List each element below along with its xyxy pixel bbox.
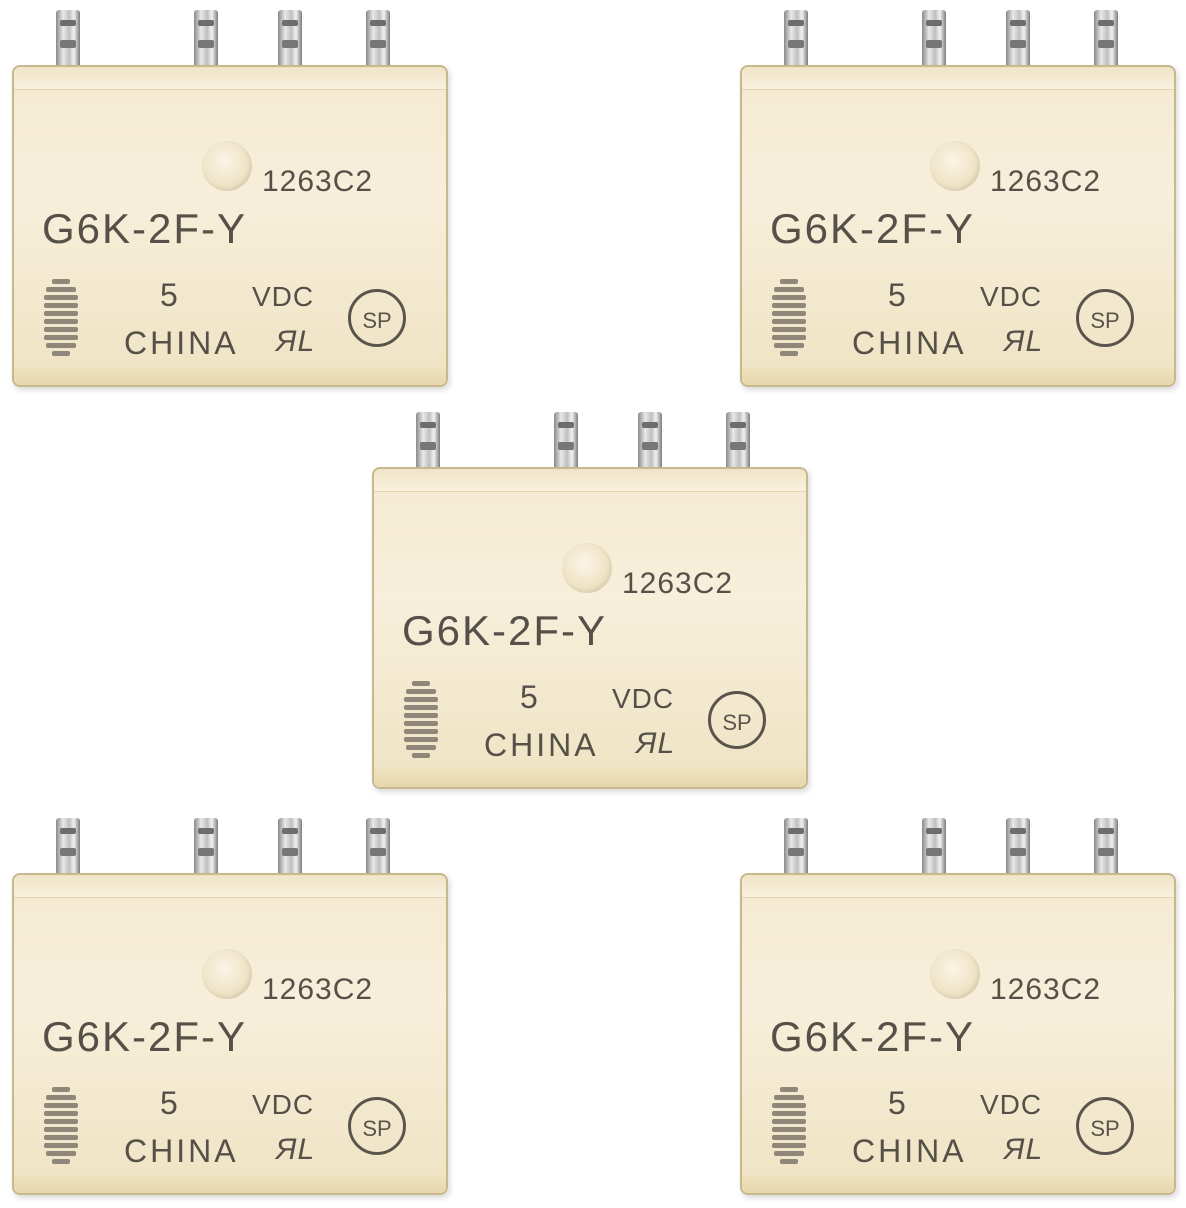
relay-top-right: 1263C2 G6K-2F-Y 5 VDC CHINA ЯL SP xyxy=(740,10,1186,400)
lot-code: 1263C2 xyxy=(990,165,1102,198)
country-of-origin: CHINA xyxy=(852,325,967,361)
relay-pin xyxy=(366,10,390,72)
ur-mark-icon: ЯL xyxy=(276,1133,316,1166)
country-of-origin: CHINA xyxy=(484,727,599,763)
relay-pin xyxy=(194,818,218,880)
csa-mark-icon: SP xyxy=(1076,1097,1134,1155)
country-of-origin: CHINA xyxy=(124,325,239,361)
relay-top-left: 1263C2 G6K-2F-Y 5 VDC CHINA ЯL SP xyxy=(12,10,472,400)
voltage-unit: VDC xyxy=(252,281,315,312)
manufacturer-logo-icon xyxy=(772,1087,806,1164)
relay-pin xyxy=(56,818,80,880)
relay-pin xyxy=(1006,818,1030,880)
csa-mark-icon: SP xyxy=(708,691,766,749)
voltage-unit: VDC xyxy=(980,1089,1043,1120)
relay-housing: 1263C2 G6K-2F-Y 5 VDC CHINA ЯL SP xyxy=(372,467,808,789)
relay-pin xyxy=(922,10,946,72)
relay-pin xyxy=(784,818,808,880)
voltage-rating: 5 xyxy=(520,679,539,715)
country-of-origin: CHINA xyxy=(852,1133,967,1169)
model-number: G6K-2F-Y xyxy=(42,205,248,252)
country-of-origin: CHINA xyxy=(124,1133,239,1169)
lot-code: 1263C2 xyxy=(990,973,1102,1006)
relay-bottom-left: 1263C2 G6K-2F-Y 5 VDC CHINA ЯL SP xyxy=(12,818,472,1208)
manufacturer-logo-icon xyxy=(772,279,806,356)
relay-center: 1263C2 G6K-2F-Y 5 VDC CHINA ЯL SP xyxy=(372,412,832,802)
voltage-rating: 5 xyxy=(160,1085,179,1121)
voltage-unit: VDC xyxy=(252,1089,315,1120)
relay-pin xyxy=(366,818,390,880)
relay-pin xyxy=(1094,10,1118,72)
relay-housing: 1263C2 G6K-2F-Y 5 VDC CHINA ЯL SP xyxy=(740,65,1176,387)
relay-pin xyxy=(554,412,578,474)
relay-pin xyxy=(1094,818,1118,880)
model-number: G6K-2F-Y xyxy=(42,1013,248,1060)
relay-pin xyxy=(726,412,750,474)
lot-code: 1263C2 xyxy=(262,165,374,198)
relay-bottom-right: 1263C2 G6K-2F-Y 5 VDC CHINA ЯL SP xyxy=(740,818,1186,1208)
voltage-unit: VDC xyxy=(612,683,675,714)
relay-pin xyxy=(784,10,808,72)
housing-dimple xyxy=(562,543,612,593)
model-number: G6K-2F-Y xyxy=(770,205,976,252)
voltage-rating: 5 xyxy=(888,277,907,313)
relay-pin xyxy=(638,412,662,474)
voltage-unit: VDC xyxy=(980,281,1043,312)
relay-pin xyxy=(1006,10,1030,72)
model-number: G6K-2F-Y xyxy=(402,607,608,654)
ur-mark-icon: ЯL xyxy=(276,325,316,358)
relay-pin xyxy=(278,818,302,880)
csa-mark-icon: SP xyxy=(1076,289,1134,347)
housing-dimple xyxy=(930,141,980,191)
relay-pin xyxy=(416,412,440,474)
voltage-rating: 5 xyxy=(888,1085,907,1121)
manufacturer-logo-icon xyxy=(44,279,78,356)
model-number: G6K-2F-Y xyxy=(770,1013,976,1060)
manufacturer-logo-icon xyxy=(44,1087,78,1164)
relay-housing: 1263C2 G6K-2F-Y 5 VDC CHINA ЯL SP xyxy=(12,873,448,1195)
lot-code: 1263C2 xyxy=(262,973,374,1006)
ur-mark-icon: ЯL xyxy=(1004,325,1044,358)
csa-mark-icon: SP xyxy=(348,289,406,347)
relay-housing: 1263C2 G6K-2F-Y 5 VDC CHINA ЯL SP xyxy=(12,65,448,387)
csa-mark-icon: SP xyxy=(348,1097,406,1155)
relay-pin xyxy=(56,10,80,72)
relay-pin xyxy=(922,818,946,880)
relay-pin xyxy=(194,10,218,72)
housing-dimple xyxy=(202,949,252,999)
ur-mark-icon: ЯL xyxy=(636,727,676,760)
manufacturer-logo-icon xyxy=(404,681,438,758)
relay-housing: 1263C2 G6K-2F-Y 5 VDC CHINA ЯL SP xyxy=(740,873,1176,1195)
housing-dimple xyxy=(930,949,980,999)
voltage-rating: 5 xyxy=(160,277,179,313)
housing-dimple xyxy=(202,141,252,191)
lot-code: 1263C2 xyxy=(622,567,734,600)
relay-pin xyxy=(278,10,302,72)
ur-mark-icon: ЯL xyxy=(1004,1133,1044,1166)
